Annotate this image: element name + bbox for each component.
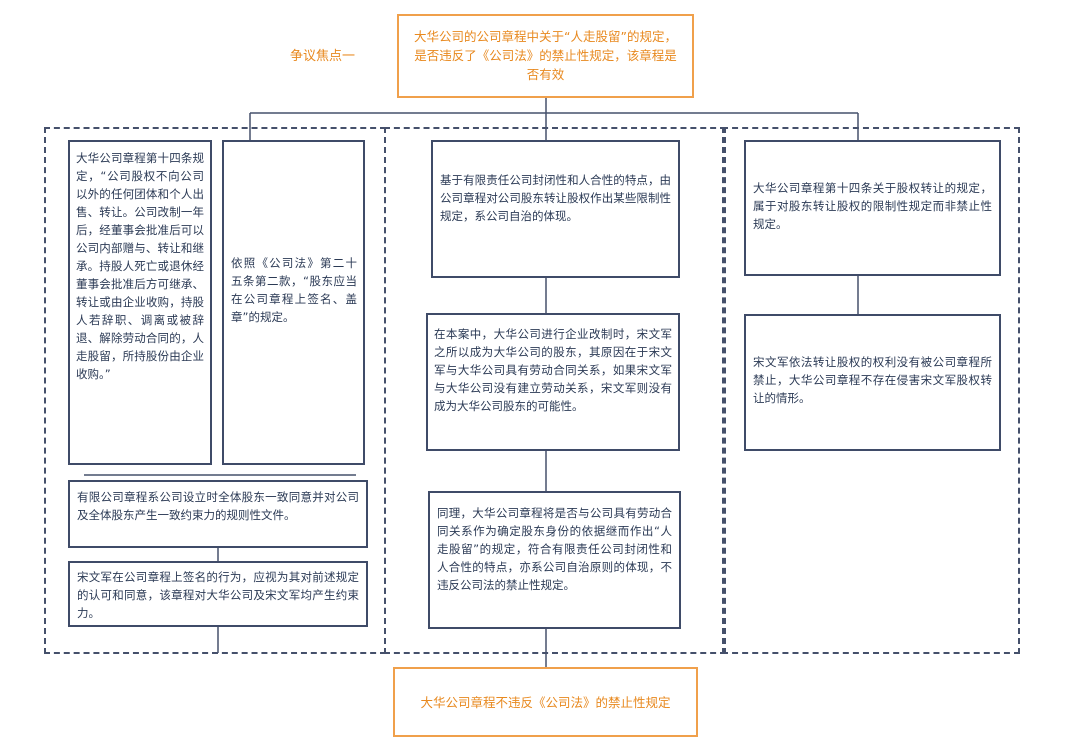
issue-box: 大华公司的公司章程中关于“人走股留”的规定，是否违反了《公司法》的禁止性规定，该… <box>397 14 694 98</box>
right-column-frame <box>722 127 1020 654</box>
charter-clause-box: 大华公司章程第十四条规定，“公司股权不向公司以外的任何团体和个人出售、转让。公司… <box>68 140 212 465</box>
closedness-box: 基于有限责任公司封闭性和人合性的特点，由公司章程对公司股东转让股权作出某些限制性… <box>431 140 680 278</box>
no-infringement-box: 宋文军依法转让股权的权利没有被公司章程所禁止，大华公司章程不存在侵害宋文军股权转… <box>744 314 1001 451</box>
law-clause-box: 依照《公司法》第二十五条第二款，“股东应当在公司章程上签名、盖章”的规定。 <box>222 140 365 465</box>
dispute-label: 争议焦点一 <box>290 49 356 64</box>
reasoning-box: 同理，大华公司章程将是否与公司具有劳动合同关系作为确定股东身份的依据继而作出“人… <box>428 491 681 629</box>
charter-nature-box: 有限公司章程系公司设立时全体股东一致同意并对公司及全体股东产生一致约束力的规则性… <box>68 480 368 548</box>
employment-relation-box: 在本案中，大华公司进行企业改制时，宋文军之所以成为大华公司的股东，其原因在于宋文… <box>426 313 680 451</box>
restrictive-provision-box: 大华公司章程第十四条关于股权转让的规定，属于对股东转让股权的限制性规定而非禁止性… <box>744 140 1001 276</box>
middle-column-frame <box>384 127 726 654</box>
signature-box: 宋文军在公司章程上签名的行为，应视为其对前述规定的认可和同意，该章程对大华公司及… <box>68 561 368 627</box>
conclusion-box: 大华公司章程不违反《公司法》的禁止性规定 <box>393 667 698 737</box>
